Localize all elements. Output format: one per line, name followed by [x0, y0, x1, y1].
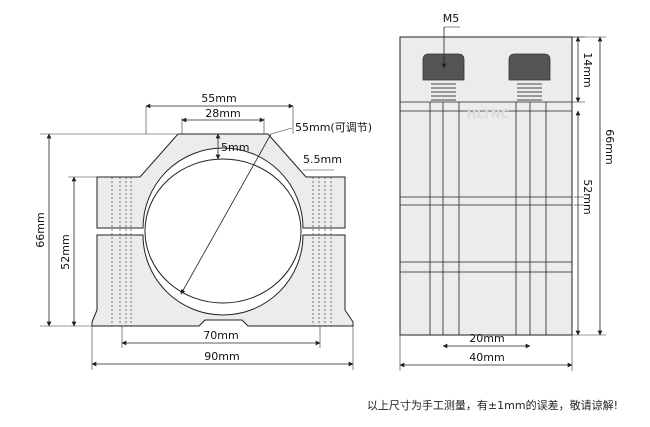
- dim-height-body: 52mm: [59, 234, 72, 269]
- dim-width: 90mm: [204, 350, 239, 363]
- dim-right-height-body: 52mm: [581, 179, 594, 214]
- dim-right-height-total: 66mm: [603, 129, 616, 164]
- screw-thread-right: [517, 83, 542, 101]
- dim-hole-spacing: 70mm: [203, 329, 238, 342]
- dim-top: 14mm: [581, 52, 594, 87]
- side-view: HLTNC M5 14mm 66mm 52mm 20mm 40mm: [399, 12, 616, 371]
- front-view: 55mm 28mm 5mm 55mm(可调节) 5.5mm 66mm 52mm …: [34, 92, 372, 370]
- screw-thread-left: [431, 83, 456, 101]
- clamp-side-body: [399, 36, 573, 336]
- dim-hole: 5.5mm: [303, 153, 342, 166]
- measurement-note: 以上尺寸为手工测量，有±1mm的误差，敬请谅解!: [366, 399, 618, 412]
- bore-hole: [144, 158, 302, 304]
- clamp-lower-half: [91, 234, 354, 327]
- dim-top-outer: 55mm: [201, 92, 236, 105]
- dim-right-width: 40mm: [469, 351, 504, 364]
- screw-label: M5: [443, 12, 460, 25]
- dim-gap: 5mm: [221, 141, 249, 154]
- dim-height-total: 66mm: [34, 212, 47, 247]
- screw-head-right: [508, 53, 551, 81]
- dim-inner: 20mm: [469, 332, 504, 345]
- screw-head-left: [422, 53, 465, 81]
- watermark: HLTNC: [467, 107, 510, 121]
- dim-top-inner: 28mm: [205, 107, 240, 120]
- dim-bore: 55mm(可调节): [295, 121, 372, 134]
- clamp-upper-half: [96, 133, 346, 229]
